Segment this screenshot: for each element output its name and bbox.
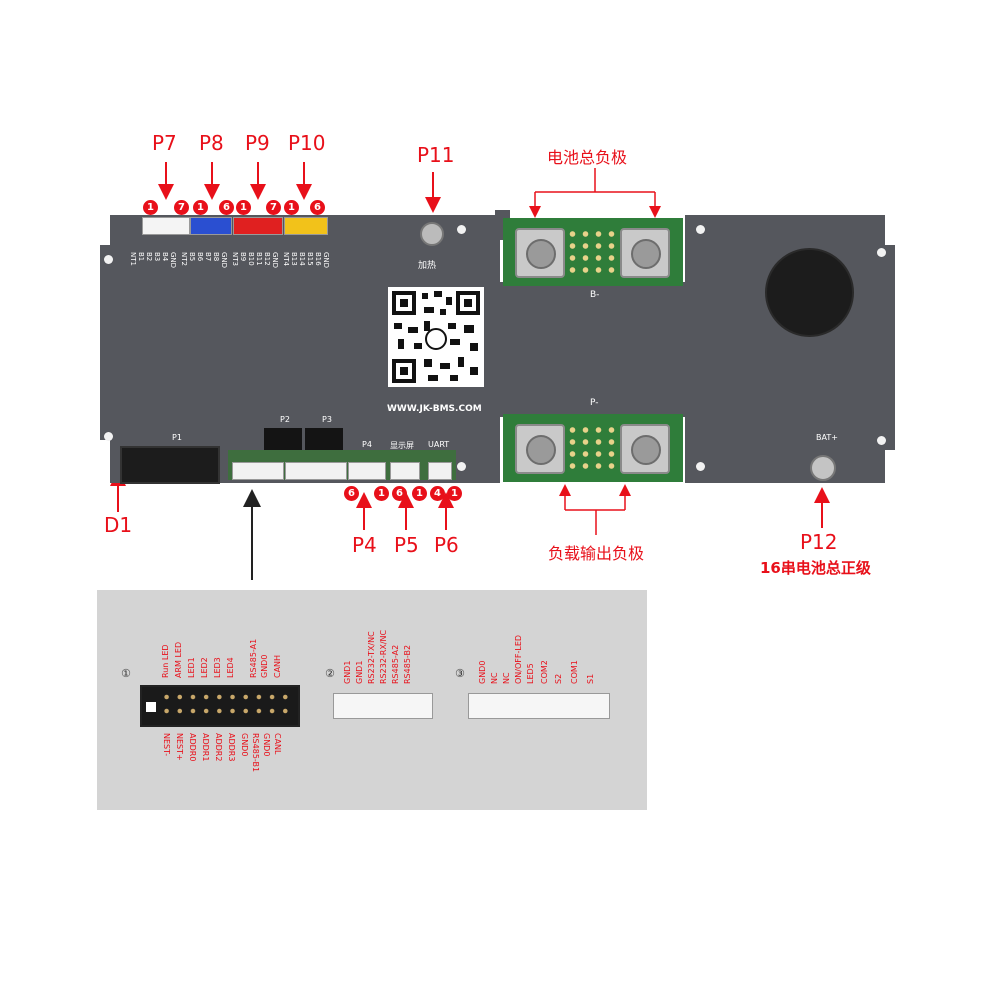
connector-p9 bbox=[233, 217, 283, 235]
bms-board-bridge bbox=[495, 282, 685, 417]
mount-hole bbox=[104, 255, 113, 264]
p2-label: P2 bbox=[280, 415, 290, 424]
pin-number: 1 bbox=[374, 486, 389, 501]
display-label: 显示屏 bbox=[390, 441, 414, 450]
label-load-negative: 负载输出负极 bbox=[548, 544, 645, 563]
connector-2-marker: ② bbox=[325, 668, 335, 680]
connector-3-housing bbox=[468, 693, 610, 719]
fan-icon bbox=[765, 248, 854, 337]
connector-p6 bbox=[428, 462, 452, 480]
bat-plus-terminal bbox=[810, 455, 836, 481]
pin-number: 6 bbox=[219, 200, 234, 215]
uart-label: UART bbox=[428, 440, 450, 449]
p11-heating-screw bbox=[420, 222, 444, 246]
label-p8: P8 bbox=[199, 131, 224, 155]
pin-number: 6 bbox=[310, 200, 325, 215]
connector-p5 bbox=[390, 462, 420, 480]
label-p9: P9 bbox=[245, 131, 270, 155]
mount-hole bbox=[877, 248, 886, 257]
pin-number: 1 bbox=[236, 200, 251, 215]
label-p4: P4 bbox=[352, 533, 377, 557]
connector-1-pins bbox=[160, 690, 292, 718]
connector-p10 bbox=[284, 217, 328, 235]
pin-number: 1 bbox=[447, 486, 462, 501]
label-p12: P12 bbox=[800, 530, 838, 554]
relay-p3 bbox=[305, 428, 343, 454]
label-p11: P11 bbox=[417, 143, 455, 167]
p4-board-label: P4 bbox=[362, 440, 372, 449]
b-minus-terminal-right bbox=[620, 228, 670, 278]
b-minus-via-grid bbox=[566, 228, 618, 278]
p-minus-terminal-right bbox=[620, 424, 670, 474]
bms-board-right-ear bbox=[875, 245, 895, 450]
pin-number: 1 bbox=[143, 200, 158, 215]
pin-number: 7 bbox=[174, 200, 189, 215]
p-minus-label: P- bbox=[590, 398, 599, 408]
b-minus-terminal-left bbox=[515, 228, 565, 278]
mount-hole bbox=[457, 225, 466, 234]
mount-hole bbox=[877, 436, 886, 445]
connector-3 bbox=[285, 462, 347, 480]
p-minus-terminal-left bbox=[515, 424, 565, 474]
bat-plus-label: BAT+ bbox=[816, 433, 838, 442]
connector-p8 bbox=[190, 217, 232, 235]
label-p12-description: 16串电池总正级 bbox=[760, 559, 871, 577]
label-p7: P7 bbox=[152, 131, 177, 155]
pin-number: 6 bbox=[344, 486, 359, 501]
connector-2 bbox=[348, 462, 386, 480]
mount-hole bbox=[104, 432, 113, 441]
label-d1: D1 bbox=[104, 513, 133, 537]
pin-number: 1 bbox=[193, 200, 208, 215]
heating-label: 加热 bbox=[418, 261, 437, 271]
p3-label: P3 bbox=[322, 415, 332, 424]
label-p6: P6 bbox=[434, 533, 459, 557]
pin-number: 4 bbox=[430, 486, 445, 501]
pin-number: 1 bbox=[412, 486, 427, 501]
mount-hole bbox=[696, 462, 705, 471]
p1-label: P1 bbox=[172, 433, 182, 442]
b-minus-label: B- bbox=[590, 290, 600, 300]
connector-1-key bbox=[146, 702, 156, 712]
mount-hole bbox=[457, 462, 466, 471]
label-p5: P5 bbox=[394, 533, 419, 557]
pin-number: 7 bbox=[266, 200, 281, 215]
pin-number: 1 bbox=[284, 200, 299, 215]
connector-3-marker: ③ bbox=[455, 668, 465, 680]
relay-p2 bbox=[264, 428, 302, 454]
connector-2-housing bbox=[333, 693, 433, 719]
p1-header-connector bbox=[120, 446, 220, 484]
qr-code bbox=[388, 287, 484, 387]
connector-1 bbox=[232, 462, 284, 480]
pin-number: 6 bbox=[392, 486, 407, 501]
connector-1-marker: ① bbox=[121, 668, 131, 680]
bms-board-left-ear bbox=[100, 245, 115, 440]
label-p10: P10 bbox=[288, 131, 326, 155]
label-battery-negative: 电池总负极 bbox=[547, 148, 628, 167]
connector-p7 bbox=[142, 217, 190, 235]
website-label: WWW.JK-BMS.COM bbox=[387, 404, 482, 414]
mount-hole bbox=[696, 225, 705, 234]
p-minus-via-grid bbox=[566, 424, 618, 474]
